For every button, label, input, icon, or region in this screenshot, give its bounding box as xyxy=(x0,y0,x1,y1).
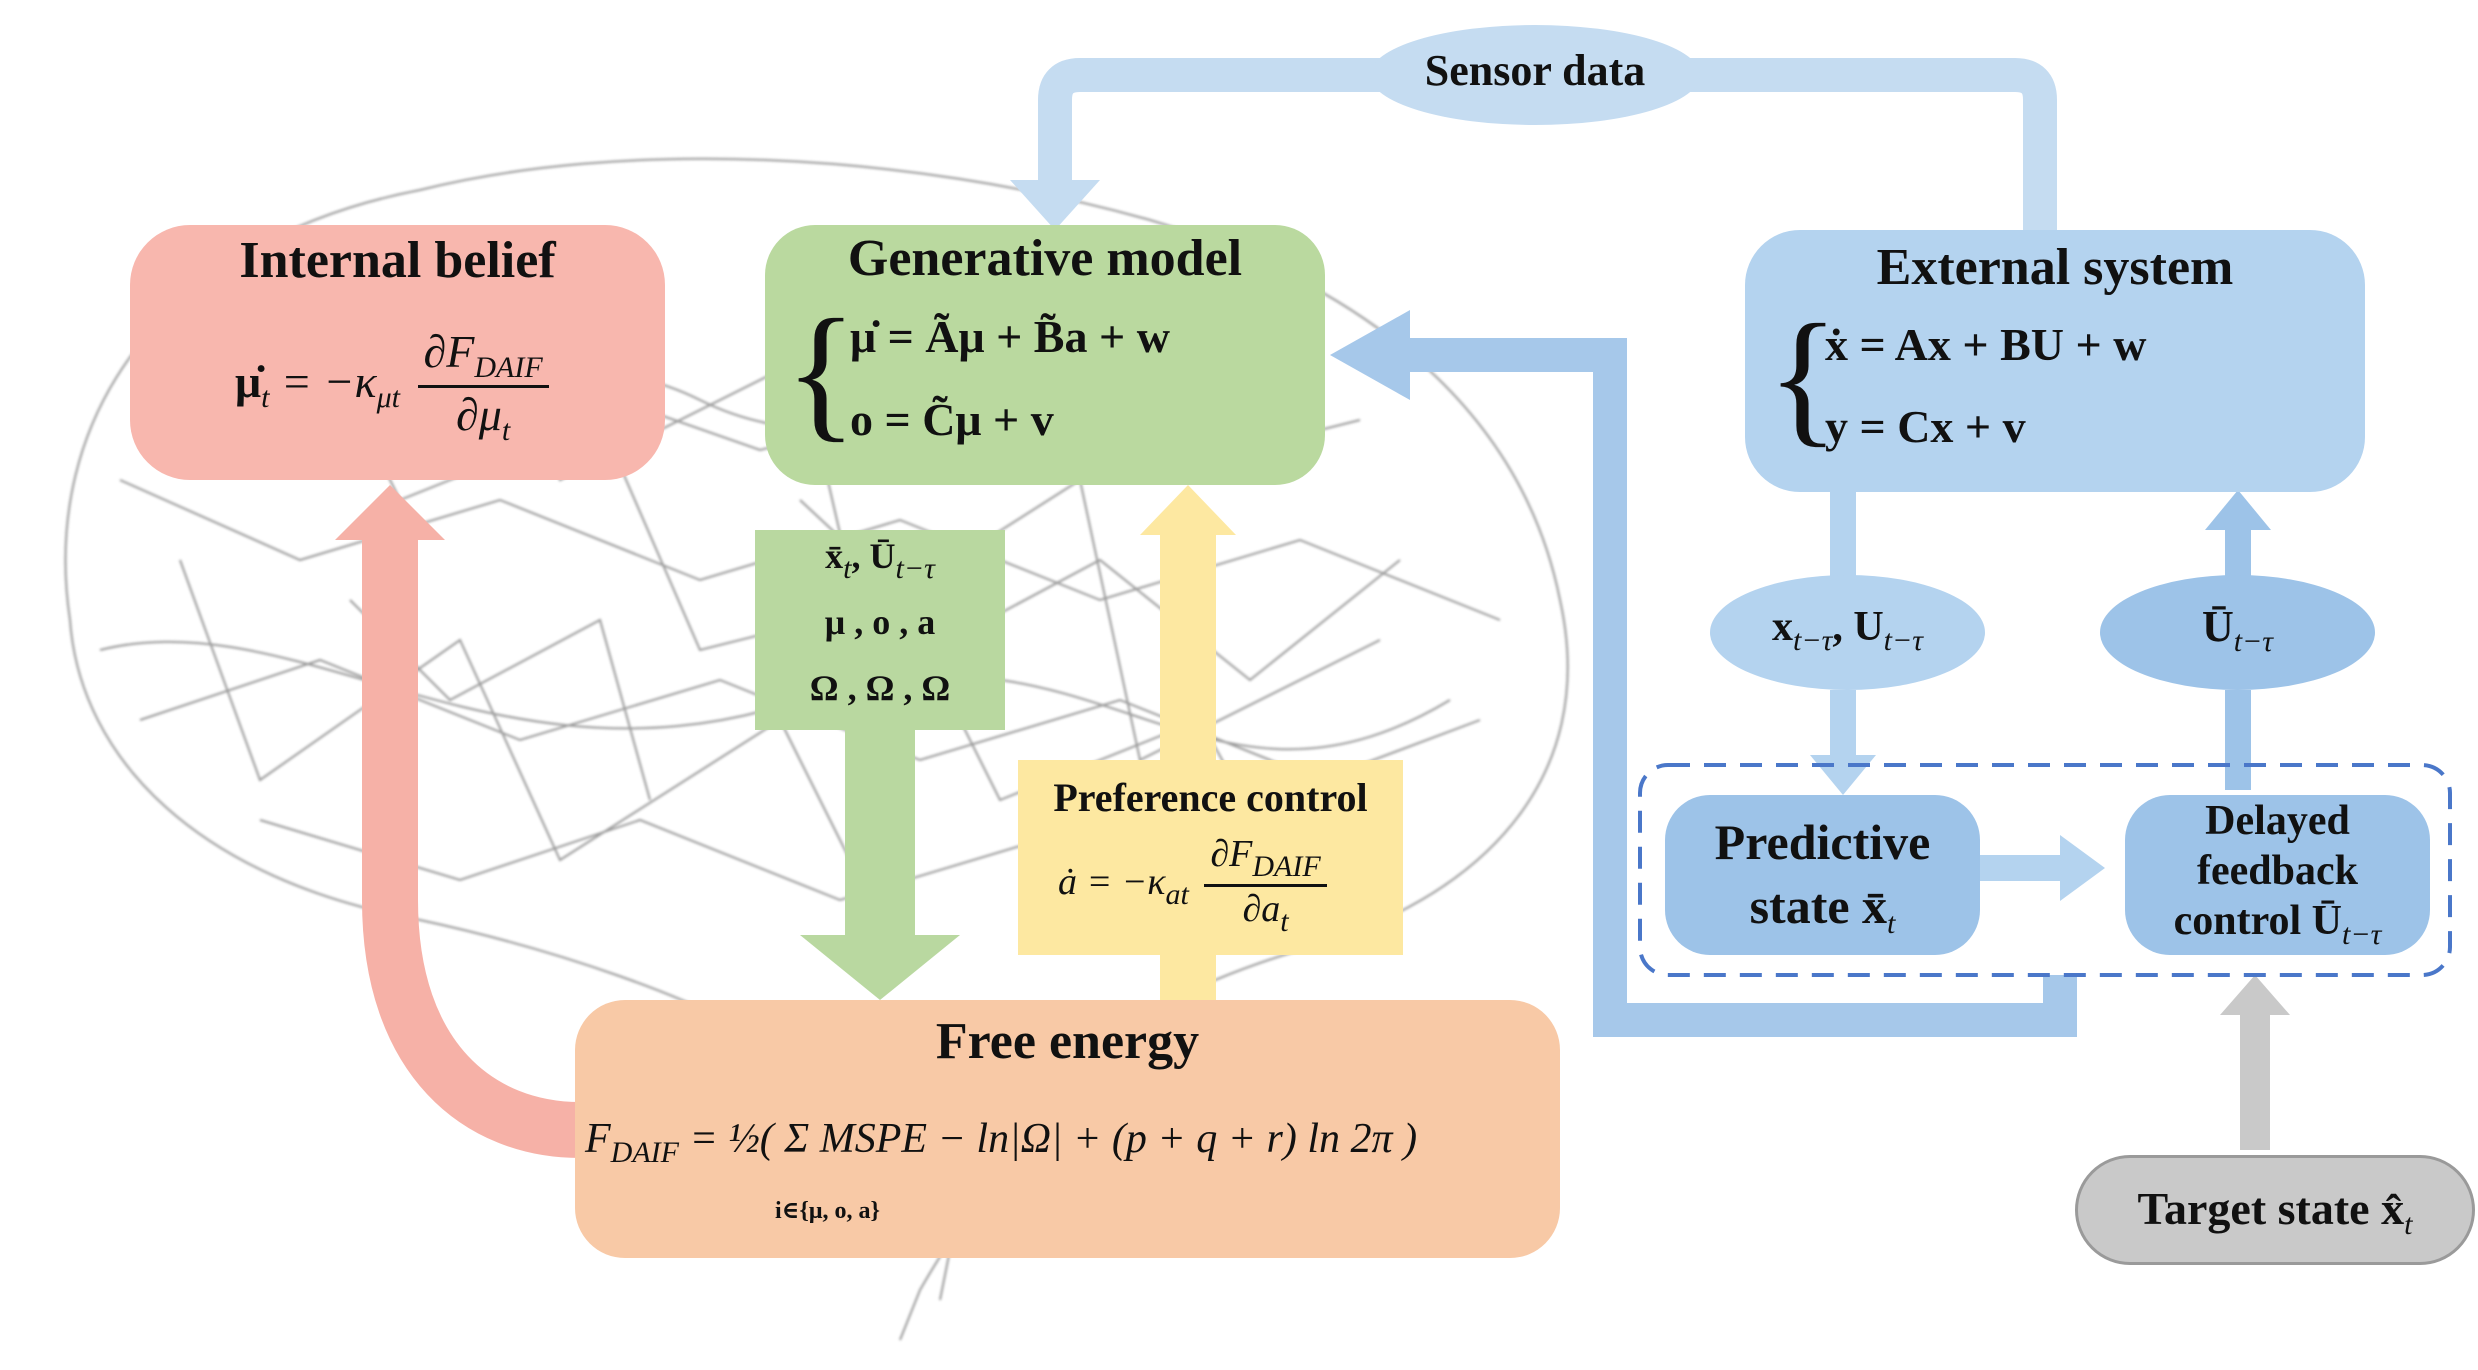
free-energy-to-belief-arrow xyxy=(362,540,581,1158)
control-return-arrow xyxy=(1400,338,2077,1037)
external-system-title: External system xyxy=(1876,239,2234,296)
internal-belief-node: Internal belief μ̇t = −κμt ∂FDAIF ∂μt xyxy=(130,225,665,480)
generative-model-eq1: μ̇ = Ãμ + B̃a + w xyxy=(850,311,1170,362)
up-arrowhead-external xyxy=(2205,490,2271,530)
down-arrowhead-predictive xyxy=(1810,755,1876,795)
target-state-node: Target state x̂t xyxy=(2075,1155,2475,1265)
delayed-feedback-node: Delayed feedback control Ūt−τ xyxy=(2125,795,2430,955)
free-energy-node: Free energy FDAIF = ½( Σ MSPE − ln|Ω| + … xyxy=(575,1000,1560,1258)
internal-belief-title: Internal belief xyxy=(239,232,556,289)
generative-model-eq2: o = C̃μ + v xyxy=(850,394,1054,445)
yellow-arrowhead xyxy=(1140,485,1236,535)
right-arrowhead-delayed xyxy=(2060,835,2105,901)
delay-compensation-region xyxy=(1638,763,2452,977)
green-arrowhead xyxy=(800,935,960,1000)
external-system-node: External system { ẋ = Ax + BU + w y = Cx… xyxy=(1745,230,2365,492)
sensor-data-label: Sensor data xyxy=(1424,46,1646,95)
predictive-state-node: Predictive state x̄t xyxy=(1665,795,1980,955)
up-arrowhead-target xyxy=(2220,975,2290,1015)
sensor-data-ellipse: Sensor data xyxy=(1370,25,1700,125)
generative-model-title: Generative model xyxy=(847,230,1243,287)
free-energy-equation: FDAIF = ½( Σ MSPE − ln|Ω| + (p + q + r) … xyxy=(585,1116,1418,1169)
preference-control-node: Preference control ȧ = −κat ∂FDAIF ∂at xyxy=(1018,760,1403,955)
delayed-state-ellipse: xt−τ, Ut−τ xyxy=(1710,575,1985,690)
external-system-eq2: y = Cx + v xyxy=(1825,401,2026,452)
external-system-eq1: ẋ = Ax + BU + w xyxy=(1825,319,2147,370)
free-energy-title: Free energy xyxy=(935,1013,1200,1070)
red-arrowhead xyxy=(335,485,445,540)
generative-to-free-energy-labels: x̄t, Ūt−τ μ , o , a Ω , Ω , Ω xyxy=(809,536,951,708)
control-return-arrowhead xyxy=(1330,310,1410,400)
generative-model-node: Generative model { μ̇ = Ãμ + B̃a + w o =… xyxy=(765,225,1325,485)
internal-belief-equation: μ̇t = −κμt ∂FDAIF ∂μt xyxy=(235,325,555,448)
preference-control-title: Preference control xyxy=(1053,775,1368,820)
sensor-data-arrowhead xyxy=(1010,180,1100,230)
delayed-control-ellipse: Ūt−τ xyxy=(2100,575,2375,690)
